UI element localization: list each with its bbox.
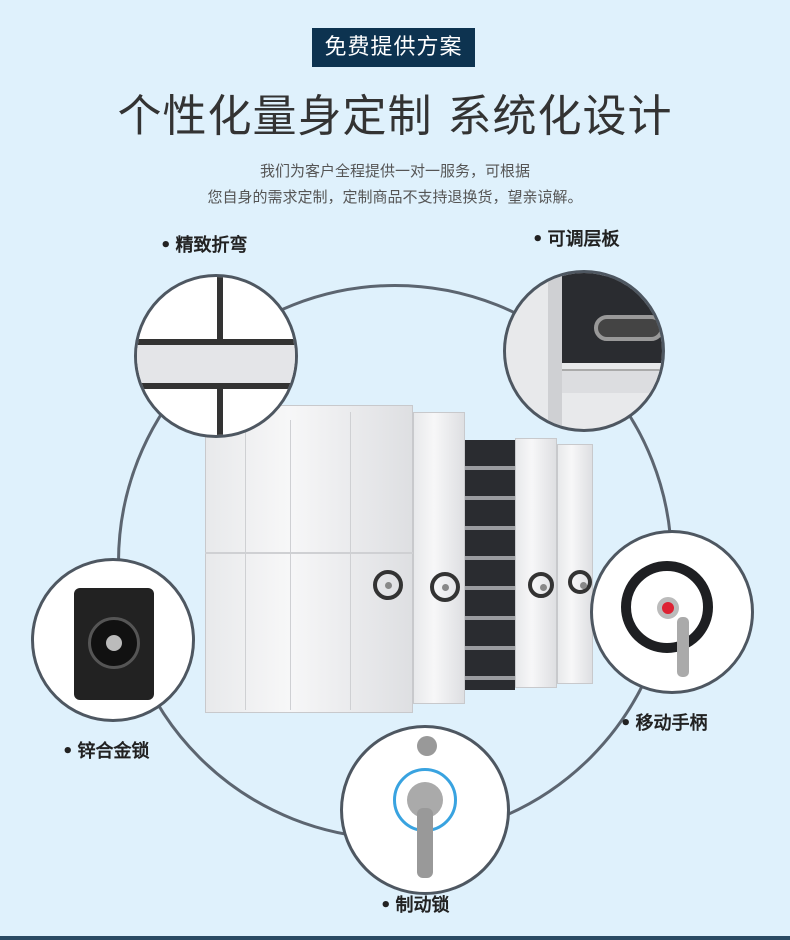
feature-label-bending: 精致折弯 xyxy=(160,231,248,257)
adjustable-shelf-image xyxy=(503,270,665,432)
brake-lock-image xyxy=(340,725,510,895)
mobile-handle-image xyxy=(590,530,754,694)
feature-label-zinc-lock: 锌合金锁 xyxy=(62,737,150,763)
feature-label-brake-lock: 制动锁 xyxy=(380,891,450,917)
description-line-2: 您自身的需求定制，定制商品不支持退换货，望亲谅解。 xyxy=(207,188,583,206)
title-badge: 免费提供方案 xyxy=(312,28,475,67)
description-line-1: 我们为客户全程提供一对一服务，可根据 xyxy=(259,162,530,180)
bending-detail-image xyxy=(134,274,298,438)
zinc-alloy-lock-image xyxy=(31,558,195,722)
bottom-divider xyxy=(0,936,790,940)
page-title: 个性化量身定制 系统化设计 xyxy=(117,91,673,142)
feature-label-handle: 移动手柄 xyxy=(620,709,708,735)
feature-label-adjustable-shelf: 可调层板 xyxy=(532,225,620,251)
